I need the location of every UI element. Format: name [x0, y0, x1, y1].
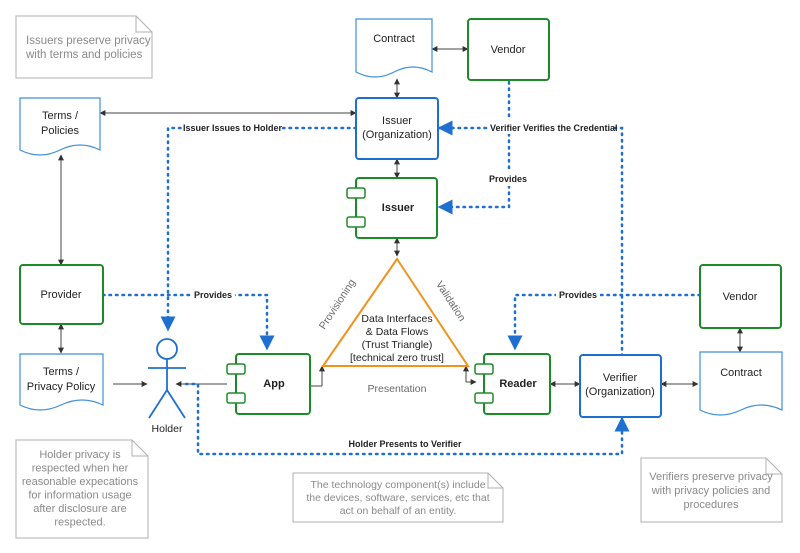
text-line: (Organization)	[362, 129, 432, 141]
document-terms-policies-label: Terms / Policies	[41, 110, 79, 137]
issuer-organization: Issuer (Organization)	[355, 97, 439, 160]
text-line: after disclosure are	[33, 503, 127, 515]
trust-triangle-text: Data Interfaces& Data Flows(Trust Triang…	[350, 313, 444, 364]
document-terms-privacy-label: Terms / Privacy Policy	[27, 366, 96, 393]
label-provides-center: Provides	[489, 174, 527, 184]
triangle-validation-label: Validation	[433, 279, 468, 324]
text-line: The technology component(s) include	[310, 479, 485, 491]
document-contract-top-label: Contract	[373, 33, 415, 45]
holder-label: Holder	[152, 423, 183, 435]
text-line: & Data Flows	[366, 326, 428, 338]
text-line: act on behalf of an entity.	[340, 505, 457, 517]
label-issuer-issues: Issuer Issues to Holder	[183, 123, 283, 133]
flow-labels: Issuer Issues to Holder Verifier Verifie…	[182, 120, 618, 451]
text-line: Privacy Policy	[27, 381, 96, 393]
issuer-component: Issuer	[346, 177, 438, 239]
vendor-top: Vendor	[467, 18, 550, 81]
document-terms-policies: Terms / Policies	[19, 97, 101, 156]
text-line: Issuer	[382, 115, 412, 127]
label-provides-right: Provides	[559, 290, 597, 300]
holder-actor	[148, 338, 186, 419]
vendor-right: Vendor	[699, 264, 782, 329]
document-contract-right: Contract	[699, 351, 783, 416]
document-terms-privacy: Terms / Privacy Policy	[19, 353, 104, 411]
vendor-top-label: Vendor	[491, 44, 526, 56]
note-verifiers: Verifiers preserve privacy with privacy p…	[640, 457, 783, 523]
provider-label: Provider	[41, 289, 82, 301]
text-line: [technical zero trust]	[350, 352, 444, 364]
verifier-organization: Verifier (Organization)	[579, 354, 662, 418]
label-provides-left: Provides	[194, 290, 232, 300]
text-line: Policies	[41, 125, 79, 137]
text-line: Issuers preserve privacy	[26, 35, 151, 47]
text-line: Verifiers preserve privacy	[649, 471, 773, 483]
text-line: with privacy policies and	[651, 485, 771, 497]
text-line: Terms /	[42, 110, 79, 122]
triangle-presentation-label: Presentation	[368, 383, 427, 395]
text-line: the devices, software, services, etc tha…	[306, 492, 489, 504]
trust-triangle: Data Interfaces& Data Flows(Trust Triang…	[317, 257, 470, 395]
app-component-label: App	[263, 378, 285, 390]
text-line: (Trust Triangle)	[362, 339, 433, 351]
note-verifiers-text: Verifiers preserve privacy with privacy p…	[649, 471, 773, 511]
reader-component-label: Reader	[499, 378, 537, 390]
text-line: Holder privacy is	[39, 449, 121, 461]
text-line: Contract	[720, 367, 762, 379]
black-connectors	[58, 46, 743, 387]
label-holder-presents: Holder Presents to Verifier	[348, 439, 462, 449]
vendor-right-label: Vendor	[723, 291, 758, 303]
text-line: Verifier	[603, 372, 638, 384]
note-issuers: Issuers preserve privacy with terms and p…	[15, 15, 153, 79]
text-line: with terms and policies	[25, 49, 143, 61]
label-verifier-verifies: Verifier Verifies the Credential	[490, 123, 618, 133]
text-line: Data Interfaces	[361, 313, 432, 325]
provider: Provider	[19, 264, 104, 325]
issuer-component-label: Issuer	[382, 202, 415, 214]
note-issuers-text: Issuers preserve privacy with terms and p…	[25, 35, 151, 61]
issuer-organization-label: Issuer (Organization)	[362, 115, 432, 141]
text-line: respected.	[54, 517, 105, 529]
text-line: for information usage	[28, 490, 131, 502]
app-component: App	[226, 353, 311, 415]
text-line: (Organization)	[585, 386, 655, 398]
text-line: Terms /	[43, 366, 80, 378]
document-contract-right-label: Contract	[720, 367, 762, 379]
text-line: respected when her	[32, 463, 129, 475]
reader-component: Reader	[474, 353, 551, 415]
document-contract-top: Contract	[355, 18, 433, 78]
verifier-organization-label: Verifier (Organization)	[585, 372, 655, 398]
text-line: procedures	[683, 499, 739, 511]
text-line: Contract	[373, 33, 415, 45]
text-line: reasonable expecations	[22, 476, 139, 488]
